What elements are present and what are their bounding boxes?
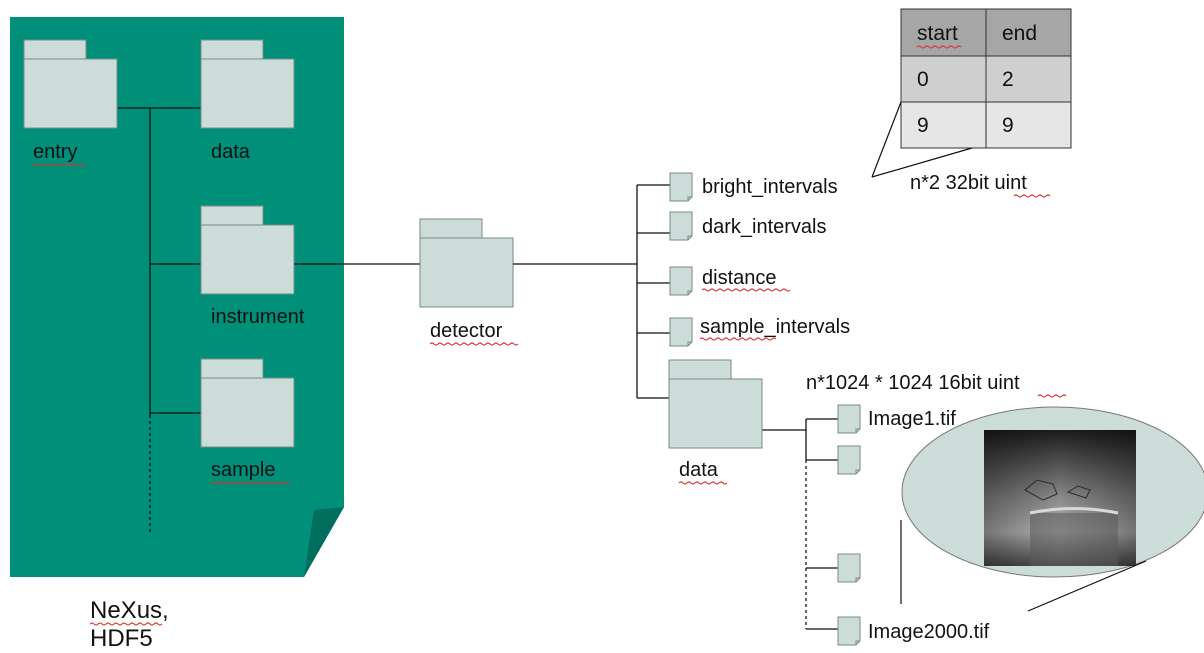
image-file-icon-ellipsis[interactable] <box>837 553 861 583</box>
group-label-detector-data: data <box>679 459 719 481</box>
dataset-icon-sample-intervals[interactable] <box>669 317 693 347</box>
dataset-icon-dark-intervals[interactable] <box>669 211 693 241</box>
image-file-icon-first[interactable] <box>837 404 861 434</box>
format-caption-line1: NeXus, <box>90 597 169 624</box>
preview-callout-lines <box>900 520 1147 612</box>
format-caption-line2: HDF5 <box>90 625 153 652</box>
image-file-icon-second[interactable] <box>837 445 861 475</box>
image-type-label: n*1024 * 1024 16bit uint <box>806 372 1020 394</box>
group-label-entry: entry <box>33 141 77 163</box>
folder-icon-detector[interactable] <box>419 218 514 308</box>
dataset-label-distance: distance <box>702 267 777 289</box>
table-header-end: end <box>1002 22 1037 45</box>
folder-icon-data-root[interactable] <box>200 39 295 129</box>
table-cell: 9 <box>917 114 929 137</box>
group-label-detector: detector <box>430 320 503 342</box>
dataset-label-dark-intervals: dark_intervals <box>702 216 827 238</box>
folder-icon-sample[interactable] <box>200 358 295 448</box>
group-label-data-root: data <box>211 141 251 163</box>
dataset-label-sample-intervals: sample_intervals <box>700 316 850 338</box>
image-file-label-first: Image1.tif <box>868 408 956 430</box>
detector-tree-lines <box>513 184 838 630</box>
dataset-label-bright-intervals: bright_intervals <box>702 176 838 198</box>
table-cell: 0 <box>917 68 929 91</box>
intervals-type-label: n*2 32bit uint <box>910 172 1027 194</box>
folder-icon-instrument[interactable] <box>200 205 295 295</box>
image-file-icon-last[interactable] <box>837 616 861 646</box>
root-tree-lines <box>118 107 420 535</box>
dataset-icon-distance[interactable] <box>669 266 693 296</box>
group-label-instrument: instrument <box>211 306 305 328</box>
dataset-icon-bright-intervals[interactable] <box>669 172 693 202</box>
image-file-label-last: Image2000.tif <box>868 621 990 643</box>
folder-icon-detector-data[interactable] <box>668 359 763 449</box>
table-cell: 9 <box>1002 114 1014 137</box>
group-label-sample: sample <box>211 459 275 481</box>
folder-icon-entry[interactable] <box>23 39 118 129</box>
table-cell: 2 <box>1002 68 1014 91</box>
table-callout-lines <box>871 101 973 178</box>
intervals-table: start end 0 2 9 9 <box>900 8 1072 149</box>
image-preview <box>984 430 1136 566</box>
table-header-start: start <box>917 22 958 45</box>
nexus-file-fold-icon <box>304 507 344 577</box>
